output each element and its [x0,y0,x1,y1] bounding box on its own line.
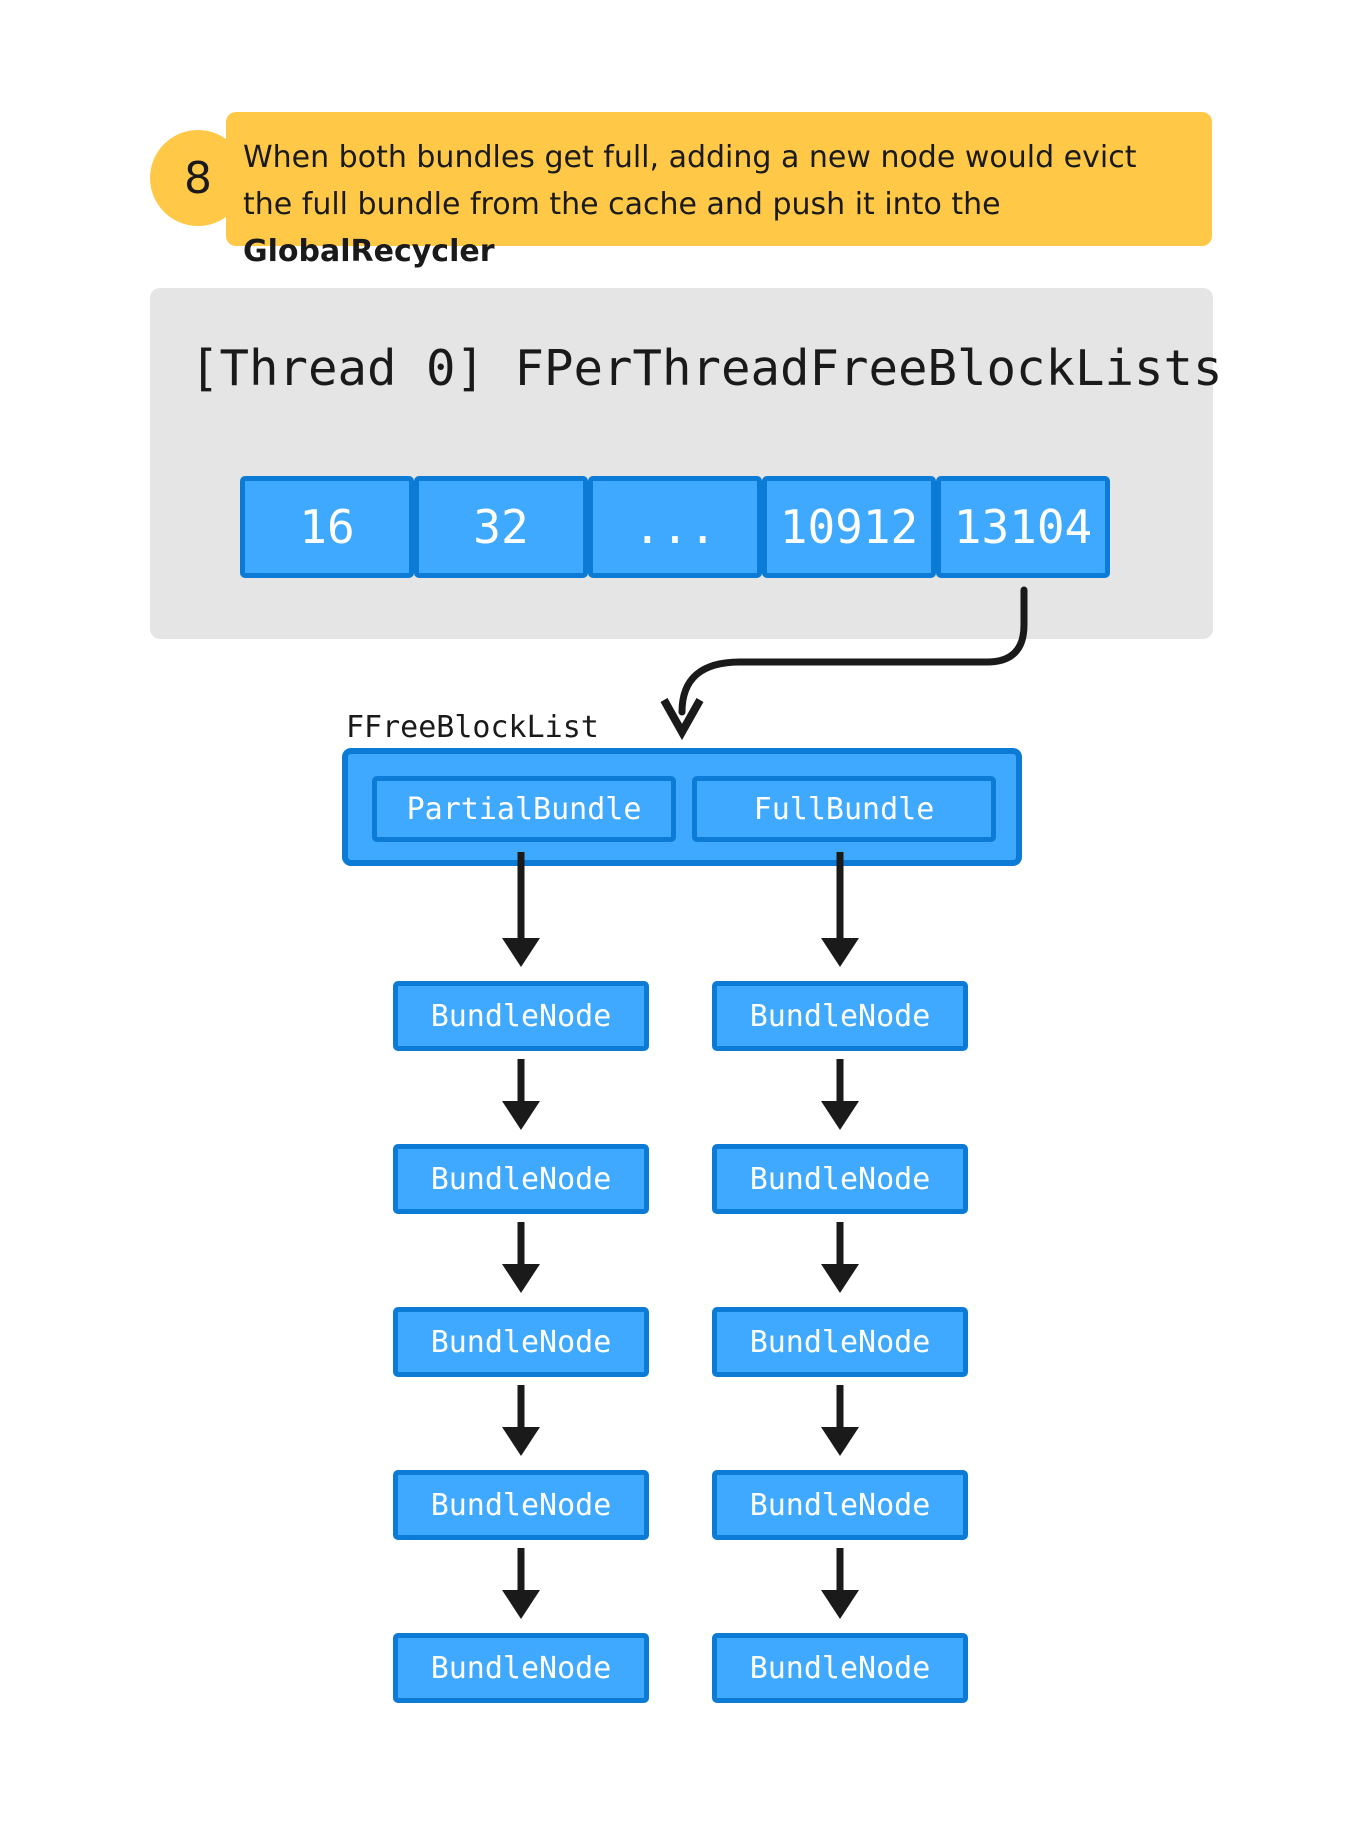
full-bundle-node: BundleNode [712,981,968,1051]
full-bundle-node: BundleNode [712,1144,968,1214]
full-bundle-node: BundleNode [712,1470,968,1540]
step-callout: When both bundles get full, adding a new… [226,112,1212,269]
thread-panel: [Thread 0] FPerThreadFreeBlockLists 16 3… [150,288,1223,639]
callout-bold-text: GlobalRecycler [243,234,495,269]
partial-bundle-node: BundleNode [393,1144,649,1214]
size-class-array: 16 32 ... 10912 13104 [240,476,1110,578]
free-block-list-label: FFreeBlockList [346,710,599,745]
partial-column-arrows [502,852,540,1619]
partial-bundle-slot: PartialBundle [372,776,676,842]
partial-bundle-node: BundleNode [393,981,649,1051]
full-bundle-node: BundleNode [712,1633,968,1703]
size-cell-13104: 13104 [936,476,1110,578]
size-cell-ellipsis: ... [588,476,762,578]
size-cell-10912: 10912 [762,476,936,578]
partial-bundle-node: BundleNode [393,1307,649,1377]
pointer-arrow-head [660,698,704,741]
partial-bundle-node: BundleNode [393,1470,649,1540]
thread-title: [Thread 0] FPerThreadFreeBlockLists [190,340,1223,397]
free-block-list-box: PartialBundle FullBundle [342,748,1022,866]
size-cell-32: 32 [414,476,588,578]
full-bundle-slot: FullBundle [692,776,996,842]
full-bundle-node: BundleNode [712,1307,968,1377]
size-cell-16: 16 [240,476,414,578]
callout-text: When both bundles get full, adding a new… [243,140,1137,222]
step-number: 8 [184,152,212,204]
full-column-arrows [821,852,859,1619]
partial-bundle-node: BundleNode [393,1633,649,1703]
pointer-arrow-curve [678,586,1028,716]
